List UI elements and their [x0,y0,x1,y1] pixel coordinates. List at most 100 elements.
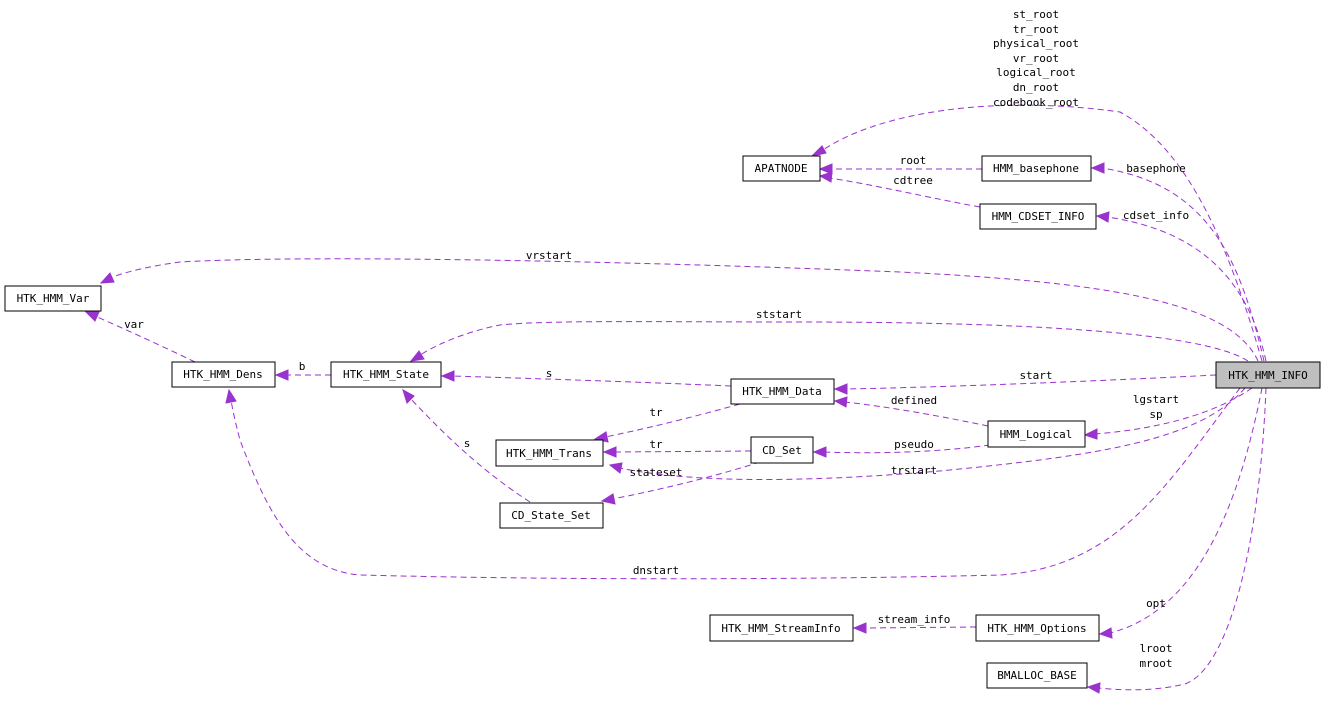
edge-label-tr-data: tr [649,406,663,419]
edge-cdtree [829,177,981,208]
node-htk-hmm-data[interactable]: HTK_HMM_Data [730,378,835,405]
edge-label-defined: defined [891,394,937,407]
node-label-apatnode: APATNODE [755,162,808,175]
edge-label-tr-cdset: tr [649,438,663,451]
edge-pseudo [823,444,991,454]
edge-pseudo-arrowhead [812,446,827,458]
edge-label-b: b [299,360,306,373]
node-label-cd-set: CD_Set [762,444,802,457]
edge-stream-info [863,626,977,629]
node-htk-hmm-streaminfo[interactable]: HTK_HMM_StreamInfo [709,614,854,642]
node-htk-hmm-options[interactable]: HTK_HMM_Options [975,614,1100,642]
edge-label-opt: opt [1146,597,1166,610]
edge-s-state [451,375,732,387]
node-label-htk-hmm-trans: HTK_HMM_Trans [506,447,592,460]
edge-lroot-mroot [1097,387,1267,691]
node-htk-hmm-trans[interactable]: HTK_HMM_Trans [495,439,604,467]
edge-vrstart [109,258,1259,362]
node-htk-hmm-info[interactable]: HTK_HMM_INFO [1215,361,1321,389]
edge-label-vr-root: vr_root [1013,52,1059,65]
edge-label-basephone: basephone [1126,162,1186,175]
node-label-hmm-cdset-info: HMM_CDSET_INFO [992,210,1085,223]
edge-label-stateset: stateset [630,466,683,479]
edge-dnstart [230,387,1241,580]
edge-trstart [619,387,1246,481]
edge-cdtree-arrowhead [818,171,833,183]
edge-label-dn-root: dn_root [1013,81,1059,94]
node-hmm-cdset-info[interactable]: HMM_CDSET_INFO [979,203,1097,230]
edge-trstart-arrowhead [608,462,623,474]
edge-label-cdtree: cdtree [893,174,933,187]
edge-s-state-arrowhead [440,370,455,382]
edge-b-arrowhead [274,369,289,381]
node-label-hmm-basephone: HMM_basephone [993,162,1079,175]
node-label-htk-hmm-state: HTK_HMM_State [343,368,429,381]
edge-label-root: root [900,154,927,167]
edge-cdset-info-arrowhead [1095,211,1110,223]
edge-label-physical-root: physical_root [993,37,1079,50]
edge-label-mroot: mroot [1139,657,1172,670]
edge-label-vrstart: vrstart [526,249,572,262]
edge-ststart-arrowhead [409,350,425,362]
edge-label-cdset-info: cdset_info [1123,209,1189,222]
edge-root-arrowhead [818,163,833,175]
edge-s-cdstate [409,397,531,503]
edge-ststart [418,321,1249,362]
edge-cdset-info [1106,216,1267,362]
edge-label-lgstart: lgstart [1133,393,1179,406]
edge-var-arrowhead [84,311,100,322]
edge-label-codebook-root: codebook_root [993,96,1079,109]
node-label-htk-hmm-data: HTK_HMM_Data [742,385,821,398]
edge-dnstart-arrowhead [225,388,237,404]
edge-vrstart-arrowhead [99,272,115,284]
node-label-hmm-logical: HMM_Logical [1000,428,1073,441]
node-cd-set[interactable]: CD_Set [750,436,814,464]
edge-label-var: var [124,318,144,331]
edge-label-lroot: lroot [1139,642,1172,655]
edge-tr-cdset-arrowhead [602,446,617,458]
edge-lgstart-sp [1094,387,1253,435]
edge-labels: st_root tr_root physical_root vr_root lo… [124,8,1189,670]
edge-label-pseudo: pseudo [894,438,934,451]
edges [84,104,1267,694]
edge-tr-cdset [613,450,752,453]
node-apatnode[interactable]: APATNODE [742,155,821,182]
edge-label-stream-info: stream_info [878,613,951,626]
edge-roots [819,104,1263,362]
edge-label-start: start [1019,369,1052,382]
node-hmm-basephone[interactable]: HMM_basephone [981,155,1092,182]
node-htk-hmm-dens[interactable]: HTK_HMM_Dens [171,361,276,388]
node-bmalloc-base[interactable]: BMALLOC_BASE [986,662,1088,689]
node-label-htk-hmm-var: HTK_HMM_Var [17,292,90,305]
edge-label-logical-root: logical_root [996,66,1075,79]
edge-label-s-state: s [546,367,553,380]
edge-s-cdstate-arrowhead [402,388,415,404]
node-label-htk-hmm-options: HTK_HMM_Options [987,622,1086,635]
edge-basephone [1101,167,1265,362]
edge-lgstart-sp-arrowhead [1083,428,1098,440]
node-cd-state-set[interactable]: CD_State_Set [499,502,604,529]
node-label-bmalloc-base: BMALLOC_BASE [997,669,1076,682]
node-htk-hmm-state[interactable]: HTK_HMM_State [330,361,442,388]
edge-label-ststart: ststart [756,308,802,321]
edge-label-s-cdstate: s [464,437,471,450]
edge-defined [844,401,989,427]
node-label-htk-hmm-dens: HTK_HMM_Dens [183,368,262,381]
edge-defined-arrowhead [833,396,848,408]
nodes: HTK_HMM_INFO APATNODE HMM_basephone HMM_… [4,155,1321,689]
edge-label-st-root: st_root [1013,8,1059,21]
edge-opt [1109,387,1263,634]
node-htk-hmm-var[interactable]: HTK_HMM_Var [4,285,102,312]
edge-label-tr-root: tr_root [1013,23,1059,36]
edge-lroot-mroot-arrowhead [1086,682,1101,694]
edge-tr-data [604,403,741,438]
edge-label-trstart: trstart [891,464,937,477]
node-label-htk-hmm-streaminfo: HTK_HMM_StreamInfo [721,622,840,635]
edge-roots-arrowhead [810,145,827,157]
edge-stateset [611,461,761,500]
node-hmm-logical[interactable]: HMM_Logical [987,420,1086,448]
edge-stream-info-arrowhead [852,622,867,634]
node-label-cd-state-set: CD_State_Set [511,509,590,522]
edge-var [94,315,196,363]
edge-label-dnstart: dnstart [633,564,679,577]
